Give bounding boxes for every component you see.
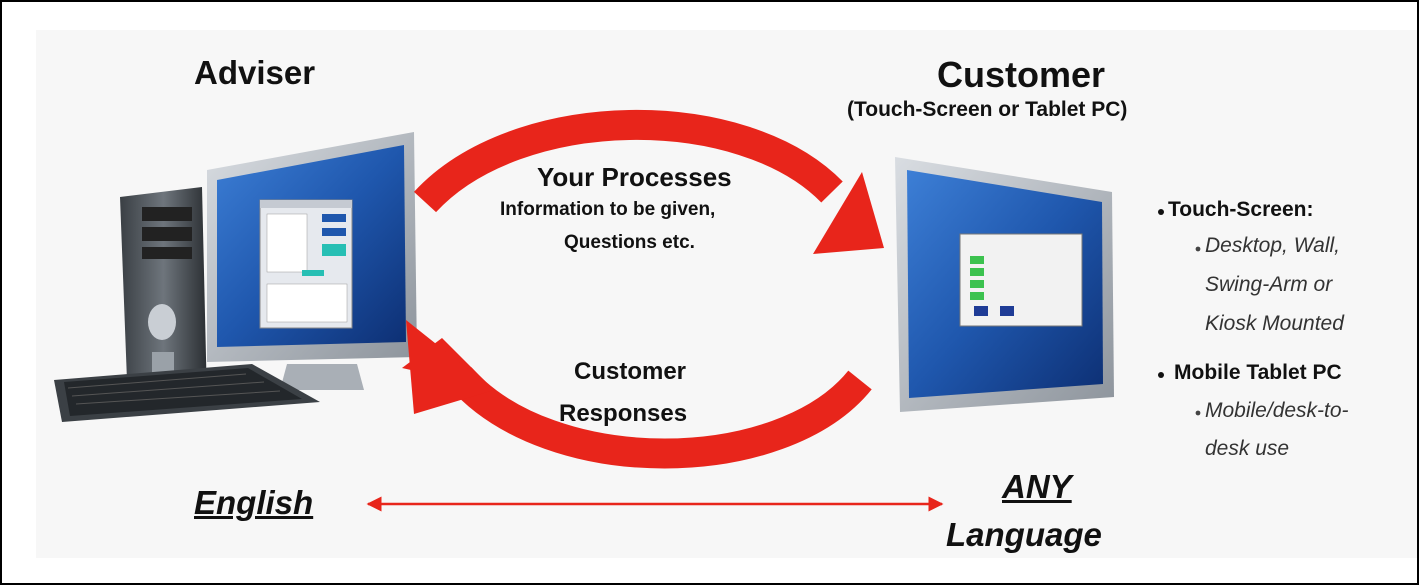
language-language: Language [946,516,1102,553]
adviser-computer-image [54,132,417,422]
top-arrow [413,109,884,254]
bullet-mobile-sub-2: desk use [1205,437,1290,460]
top-arrow-line2: Questions etc. [564,232,695,253]
top-arrow-title: Your Processes [537,162,732,192]
language-english: English [194,484,314,521]
bullet-touch-screen: Touch-Screen: [1168,198,1314,221]
customer-title: Customer [937,54,1106,95]
customer-subtitle: (Touch-Screen or Tablet PC) [847,98,1128,121]
bottom-arrow-line1: Customer [574,358,687,385]
bullet-touch-sub-3: Kiosk Mounted [1205,312,1344,335]
bullet-touch-sub-2: Swing-Arm or [1205,273,1333,296]
keyboard [54,364,320,422]
top-arrow-line1: Information to be given, [500,199,716,220]
bottom-arrow [402,320,872,469]
bullet-mobile: Mobile Tablet PC [1174,361,1342,384]
bullet-touch-sub-1: Desktop, Wall, [1205,234,1340,257]
language-any: ANY [1002,468,1072,505]
bullet-dot-mobile-sub [1195,410,1201,416]
adviser-monitor [207,132,417,390]
bullet-mobile-sub-1: Mobile/desk-to- [1205,399,1349,422]
customer-screen-image [895,157,1114,412]
adviser-title: Adviser [194,54,316,91]
bullet-dot-mobile [1158,372,1164,378]
bullet-dot-touch [1158,209,1164,215]
bottom-arrow-line2: Responses [559,400,688,427]
bullet-dot-touch-sub [1195,246,1201,252]
